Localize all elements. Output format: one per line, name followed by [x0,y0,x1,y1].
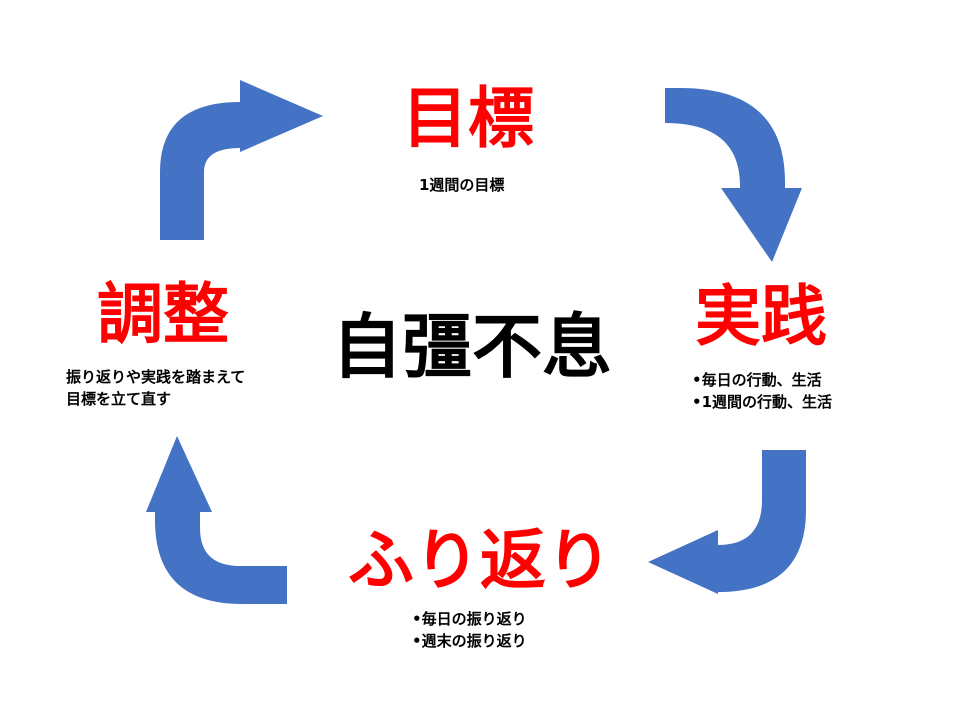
review-desc: •毎日の振り返り •週末の振り返り [412,608,527,652]
adjust-desc: 振り返りや実践を踏まえて 目標を立て直す [66,366,245,410]
review-desc-line: •週末の振り返り [412,632,527,650]
goal-desc: 1週間の目標 [419,174,504,196]
adjust-title: 調整 [97,276,229,353]
practice-desc-line: •毎日の行動、生活 [692,371,822,389]
practice-title: 実践 [695,278,827,355]
practice-to-review-arrow [648,450,806,594]
center-motto: 自彊不息 [332,306,612,388]
adjust-desc-line: 目標を立て直す [66,390,172,408]
review-desc-line: •毎日の振り返り [412,610,527,628]
practice-desc-line: •1週間の行動、生活 [692,393,833,411]
review-title: ふり返り [348,522,612,599]
goal-desc-line: 1週間の目標 [419,176,505,194]
practice-desc: •毎日の行動、生活 •1週間の行動、生活 [692,369,832,413]
review-to-adjust-arrow [146,436,287,604]
goal-title: 目標 [402,80,534,157]
adjust-to-goal-arrow [160,80,323,240]
adjust-desc-line: 振り返りや実践を踏まえて [66,368,246,386]
goal-to-practice-arrow [665,88,802,262]
